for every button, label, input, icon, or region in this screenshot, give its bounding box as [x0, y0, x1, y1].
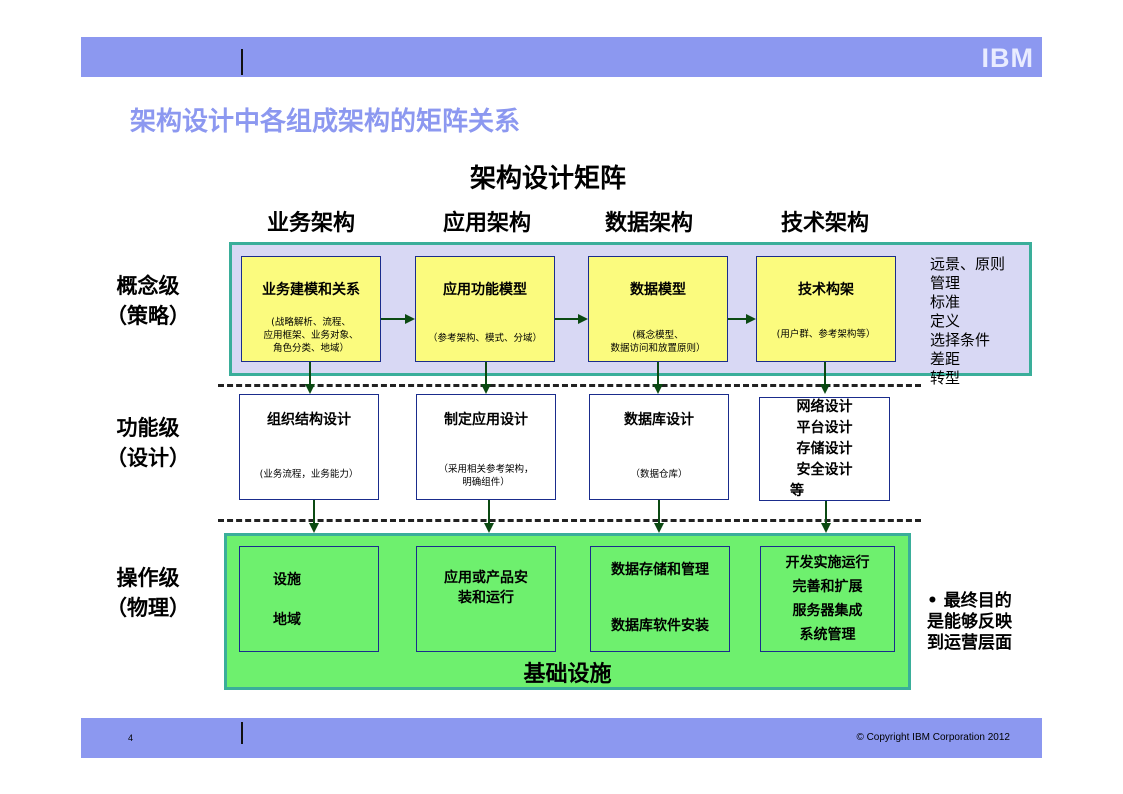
side-note: 转型: [930, 369, 961, 387]
ops-box-facility: 设施 地域: [239, 546, 379, 652]
concept-box-subline: 应用框架、业务对象、: [263, 330, 359, 341]
function-box-subline: 明确组件）: [462, 477, 510, 488]
side-note: 标准: [930, 293, 961, 311]
ops-box-line: 服务器集成: [792, 603, 863, 619]
concept-box-subtext: (战略解析、流程、 应用框架、业务对象、 角色分类、地域）: [263, 316, 358, 355]
row-label-concept-line2: （策略）: [106, 304, 190, 328]
concept-box-subline: (战略解析、流程、: [271, 317, 351, 328]
matrix-title: 架构设计矩阵: [470, 164, 627, 194]
ops-box-line: 系统管理: [799, 627, 856, 643]
side-notes: 远景、原则 管理 标准 定义 选择条件 差距 转型: [930, 255, 1005, 388]
footer-band: 4 © Copyright IBM Corporation 2012: [81, 718, 1042, 758]
goal-note: 到运营层面: [927, 633, 1012, 653]
copyright-text: © Copyright IBM Corporation 2012: [856, 732, 1010, 743]
row-label-operation-line1: 操作级: [116, 566, 180, 590]
concept-box-subline: 角色分类、地域）: [272, 343, 349, 354]
page-number: 4: [128, 733, 134, 743]
row-label-function: 功能级 （设计）: [88, 413, 208, 473]
function-tech-line: 等: [790, 482, 804, 499]
function-box-title: 制定应用设计: [444, 412, 528, 428]
ops-box-line: 完善和扩展: [792, 579, 863, 595]
function-box-subline: （采用相关参考架构，: [438, 464, 534, 475]
ops-box-line: 应用或产品安: [444, 570, 528, 586]
concept-box-title: 技术构架: [798, 282, 854, 298]
column-header-business: 业务架构: [266, 211, 355, 236]
ibm-logo: IBM: [981, 43, 1034, 73]
ops-box-line: 数据存储和管理: [611, 562, 709, 578]
function-tech-line: 存储设计: [796, 440, 853, 457]
concept-box-business: 业务建模和关系 (战略解析、流程、 应用框架、业务对象、 角色分类、地域）: [241, 256, 381, 362]
row-label-concept: 概念级 （策略）: [88, 271, 208, 331]
ops-box-line: 数据库软件安装: [611, 618, 709, 634]
row-label-concept-line1: 概念级: [116, 274, 180, 298]
footer-tick: [241, 722, 243, 744]
row-label-operation-line2: （物理）: [106, 596, 190, 620]
ops-box-line: 装和运行: [458, 590, 514, 606]
function-box-technology: 网络设计 平台设计 存储设计 安全设计 等: [759, 397, 890, 501]
function-box-title: 组织结构设计: [267, 412, 351, 428]
function-box-data: 数据库设计 （数据仓库）: [589, 394, 729, 500]
row-label-operation: 操作级 （物理）: [88, 563, 208, 623]
side-note: 管理: [930, 274, 961, 292]
concept-box-subline: (概念模型、: [632, 330, 684, 341]
function-tech-line: 安全设计: [796, 461, 853, 478]
concept-box-subline: (用户群、参考架构等）: [776, 329, 876, 340]
function-box-business: 组织结构设计 (业务流程，业务能力）: [239, 394, 379, 500]
function-box-title: 数据库设计: [624, 412, 694, 428]
column-header-data: 数据架构: [604, 211, 693, 236]
header-tick: [241, 49, 243, 75]
side-note: 远景、原则: [930, 255, 1006, 273]
concept-box-title: 应用功能模型: [443, 282, 527, 298]
side-note: 选择条件: [930, 331, 991, 349]
side-note: 定义: [930, 312, 961, 330]
concept-box-technology: 技术构架 (用户群、参考架构等）: [756, 256, 896, 362]
concept-box-title: 业务建模和关系: [262, 282, 360, 298]
row-label-function-line1: 功能级: [116, 416, 180, 440]
concept-box-application: 应用功能模型 （参考架构、模式、分域）: [415, 256, 555, 362]
ops-box-application: 应用或产品安 装和运行: [416, 546, 556, 652]
function-box-subtext: （采用相关参考架构， 明确组件）: [438, 463, 533, 489]
ops-box-line: 开发实施运行: [785, 555, 870, 571]
level-separator-1: [218, 384, 921, 387]
function-tech-line: 平台设计: [796, 419, 853, 436]
row-label-function-line2: （设计）: [106, 446, 190, 470]
goal-note: 是能够反映: [927, 612, 1012, 632]
slide-title: 架构设计中各组成架构的矩阵关系: [130, 107, 521, 137]
column-header-application: 应用架构: [442, 211, 531, 236]
header-band: IBM: [81, 37, 1042, 77]
level-separator-2: [218, 519, 921, 522]
concept-box-data: 数据模型 (概念模型、 数据访问和放置原则）: [588, 256, 728, 362]
goal-notes: • 最终目的 是能够反映 到运营层面: [927, 591, 1012, 654]
function-tech-line: 网络设计: [796, 398, 853, 415]
concept-box-subtext: (概念模型、 数据访问和放置原则）: [610, 329, 705, 355]
infrastructure-label: 基础设施: [523, 662, 612, 687]
goal-note: • 最终目的: [927, 591, 1012, 611]
ops-box-line: 地域: [273, 612, 301, 628]
ops-box-line: 设施: [273, 572, 301, 588]
function-box-subline: (业务流程，业务能力）: [259, 469, 359, 480]
concept-box-subline: 数据访问和放置原则）: [610, 343, 706, 354]
ops-box-technology: 开发实施运行 完善和扩展 服务器集成 系统管理: [760, 546, 895, 652]
function-box-application: 制定应用设计 （采用相关参考架构， 明确组件）: [416, 394, 556, 500]
column-header-technology: 技术架构: [780, 211, 869, 236]
concept-box-subline: （参考架构、模式、分域）: [427, 333, 542, 344]
function-box-subline: （数据仓库）: [630, 469, 688, 480]
concept-box-title: 数据模型: [630, 282, 686, 298]
side-note: 差距: [930, 350, 961, 368]
ops-box-data: 数据存储和管理 数据库软件安装: [590, 546, 730, 652]
